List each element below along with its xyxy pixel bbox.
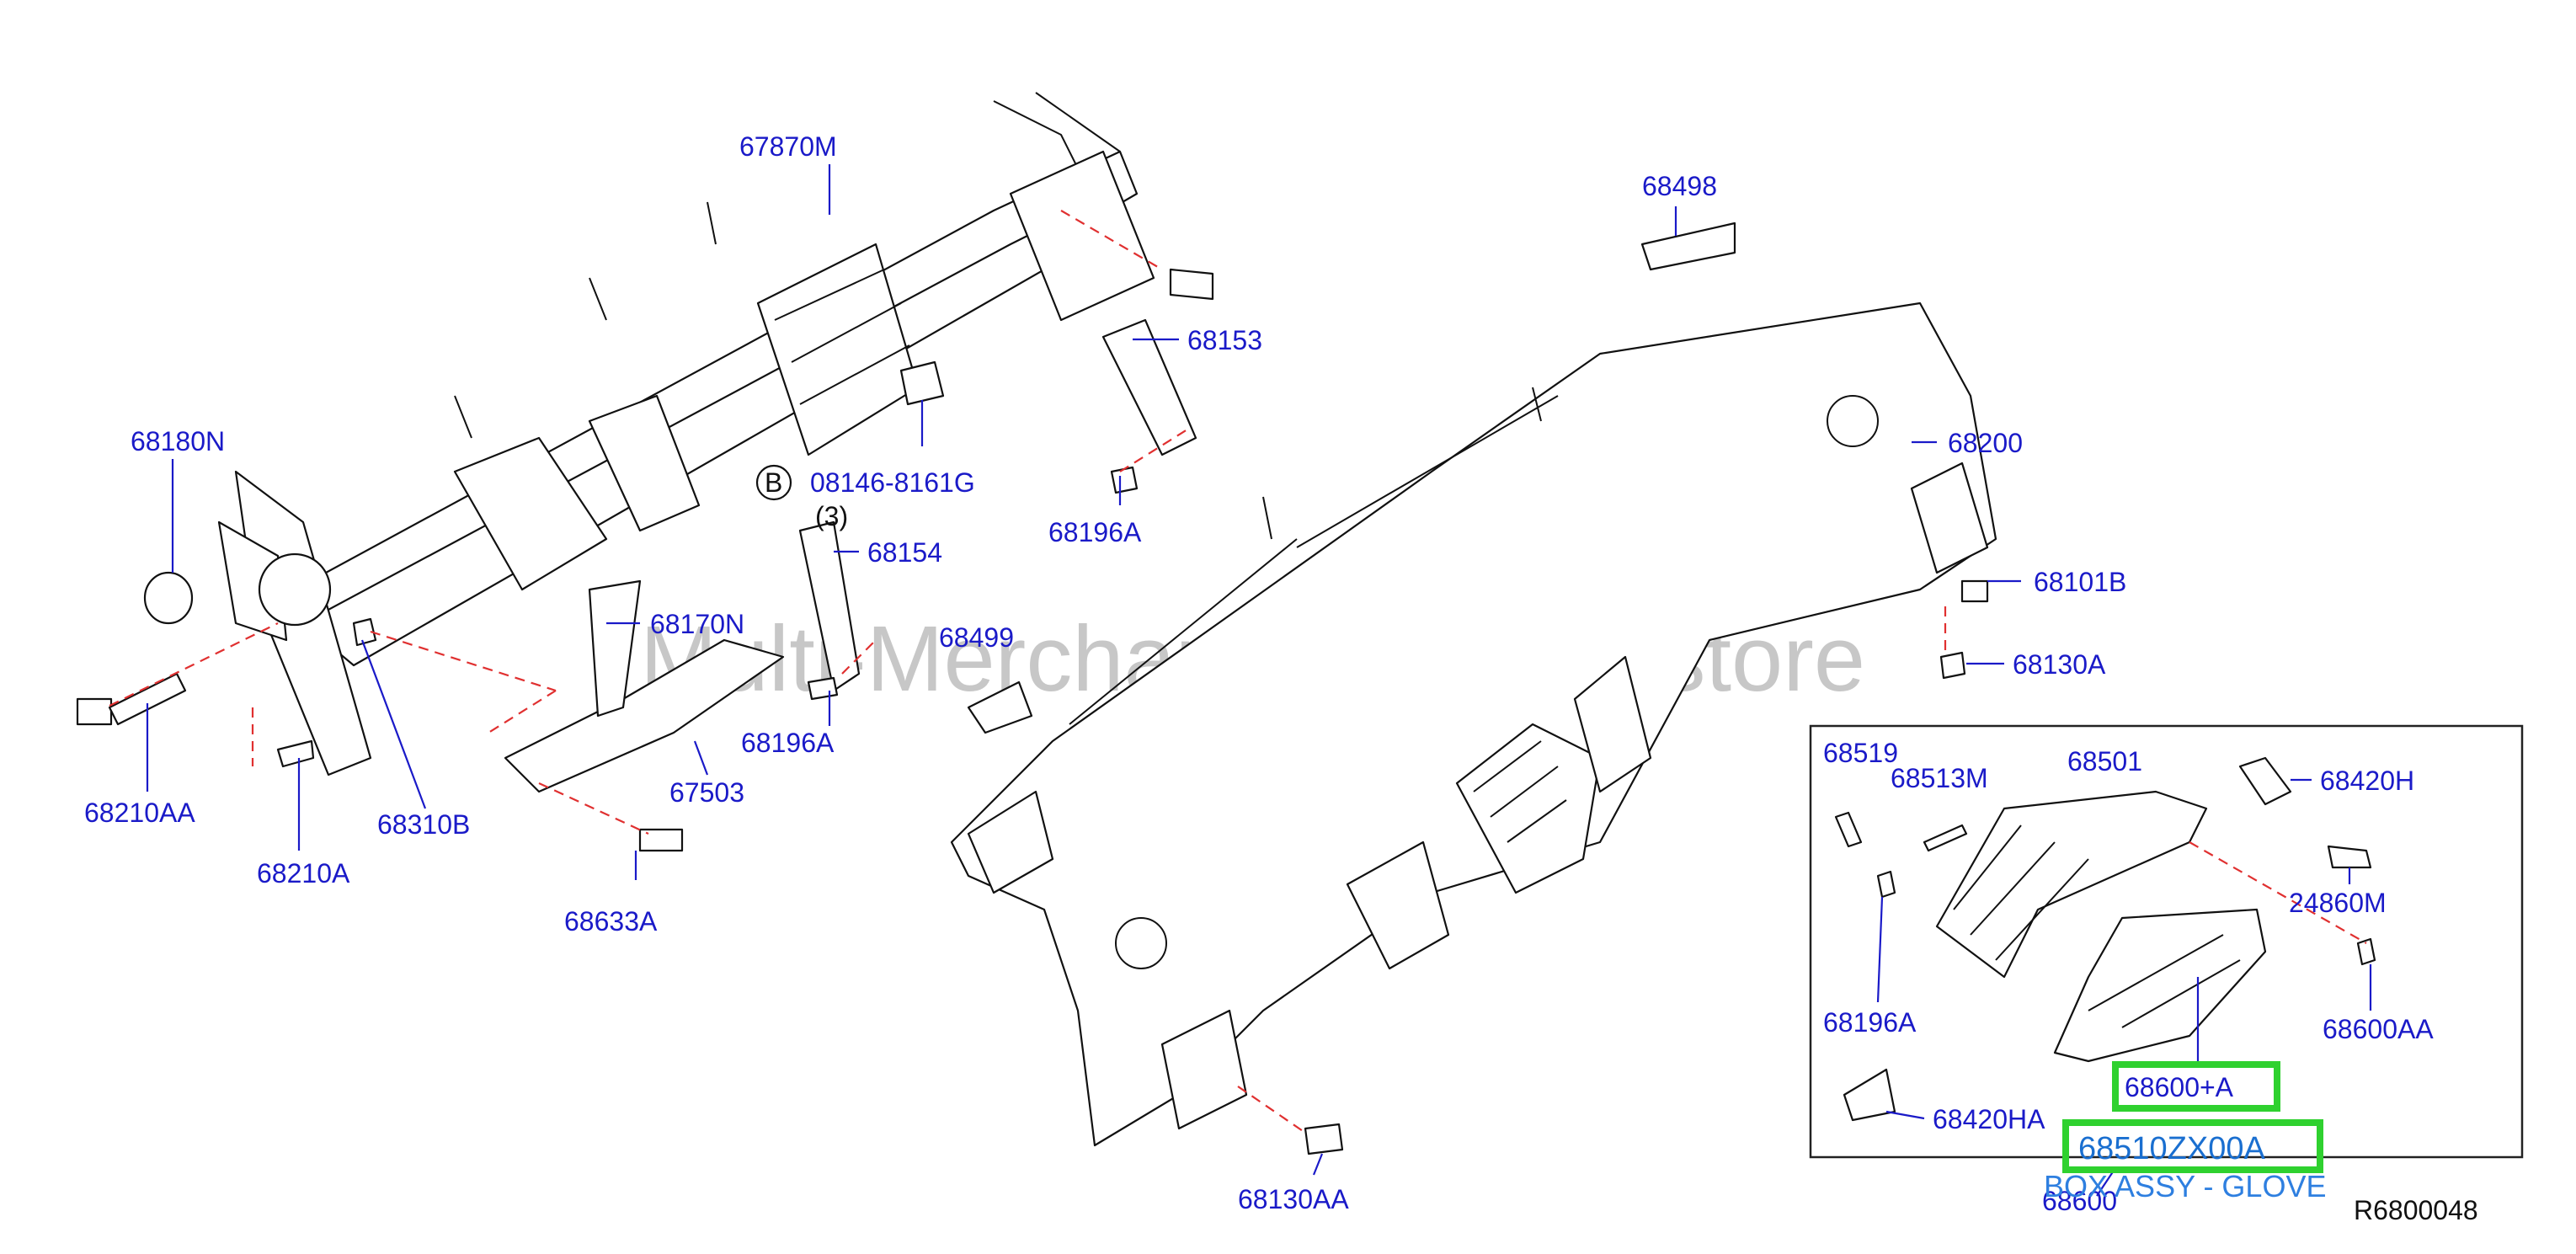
part-label-24860m[interactable]: 24860M — [2289, 888, 2387, 918]
leader-lines — [146, 164, 2372, 1197]
part-label-68498[interactable]: 68498 — [1642, 171, 1717, 201]
part-label-68170n[interactable]: 68170N — [650, 609, 744, 639]
part-label-68196a-left[interactable]: 68196A — [741, 728, 835, 758]
diagram-reference-code: R6800048 — [2354, 1195, 2478, 1225]
steering-member-drawing — [76, 92, 1214, 852]
part-label-68420ha[interactable]: 68420HA — [1933, 1104, 2045, 1134]
callout-b-label: B — [765, 467, 782, 498]
part-label-68600aa[interactable]: 68600AA — [2323, 1014, 2434, 1044]
part-label-68310b[interactable]: 68310B — [377, 809, 470, 840]
part-label-68420h[interactable]: 68420H — [2320, 766, 2414, 796]
part-label-67503[interactable]: 67503 — [669, 777, 744, 808]
part-label-68600-a[interactable]: 68600+A — [2125, 1072, 2234, 1102]
part-label-68153[interactable]: 68153 — [1187, 325, 1262, 355]
part-label-68210aa[interactable]: 68210AA — [84, 798, 195, 828]
glove-box-drawing — [1834, 756, 2376, 1122]
part-label-68210a[interactable]: 68210A — [257, 858, 350, 888]
glove-box-inset-frame — [1809, 724, 2524, 1159]
part-label-68501[interactable]: 68501 — [2067, 746, 2142, 776]
part-label-68513m[interactable]: 68513M — [1891, 763, 1988, 793]
part-label-68600[interactable]: 68600 — [2042, 1186, 2117, 1216]
callout-b-circle — [755, 464, 792, 501]
part-label-68180n[interactable]: 68180N — [131, 426, 225, 456]
part-label-68633a[interactable]: 68633A — [564, 906, 658, 936]
highlight-box-selected-part — [2062, 1119, 2323, 1173]
instrument-panel-drawing — [950, 221, 1997, 1155]
part-label-67870m[interactable]: 67870M — [739, 131, 837, 162]
highlight-box-68600a — [2112, 1061, 2280, 1112]
part-labels: 67870M 68180N 68210AA 68210A 68310B 6817… — [84, 131, 2434, 1216]
part-label-68154[interactable]: 68154 — [867, 537, 942, 568]
selected-part-description: BOX ASSY - GLOVE — [2044, 1169, 2326, 1203]
part-label-68200[interactable]: 68200 — [1948, 428, 2023, 458]
part-label-68196a-mid[interactable]: 68196A — [1048, 517, 1142, 547]
part-label-68196a-inset[interactable]: 68196A — [1823, 1007, 1917, 1038]
part-label-68130a[interactable]: 68130A — [2013, 649, 2106, 680]
selected-part-number[interactable]: 68510ZX00A — [2078, 1131, 2265, 1166]
part-label-68519[interactable]: 68519 — [1823, 738, 1898, 768]
part-label-08146-8161g[interactable]: 08146-8161G — [810, 467, 975, 498]
part-label-68130aa[interactable]: 68130AA — [1238, 1184, 1349, 1214]
part-label-68101b[interactable]: 68101B — [2034, 567, 2126, 597]
part-label-68499[interactable]: 68499 — [939, 622, 1014, 653]
assembly-dash-lines — [109, 210, 2367, 1134]
qty-note: (3) — [815, 501, 848, 531]
